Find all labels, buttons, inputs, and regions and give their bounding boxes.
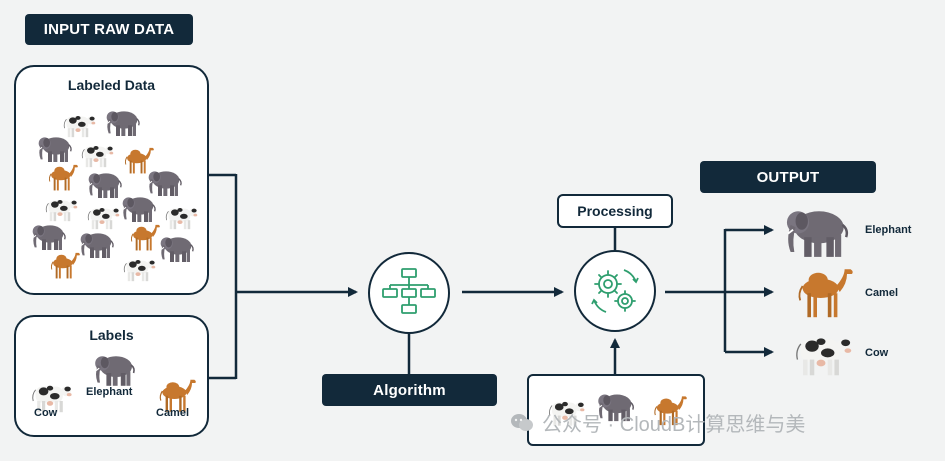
watermark-text: 公众号 · CloudB计算思维与美 — [542, 414, 806, 436]
processing-label: Processing — [577, 203, 653, 219]
output-camel-label: Camel — [865, 287, 899, 299]
cow-icon — [45, 199, 78, 222]
algorithm-node — [368, 252, 450, 334]
cow-icon — [87, 207, 120, 230]
watermark: 公众号 · CloudB计算思维与美 — [510, 408, 805, 437]
camel-icon — [130, 224, 161, 251]
elephant-icon — [79, 232, 114, 259]
labels-panel: Labels Cow Elephant Camel — [14, 315, 209, 437]
elephant-icon — [105, 110, 140, 137]
processing-node — [574, 250, 656, 332]
cow-icon — [81, 145, 114, 168]
cow-icon — [165, 207, 198, 230]
elephant-icon — [31, 224, 66, 251]
label-camel: Camel — [156, 407, 190, 419]
label-cow: Cow — [34, 407, 58, 419]
camel-icon — [48, 164, 79, 191]
algorithm-tag: Algorithm — [322, 374, 497, 406]
elephant-icon — [159, 236, 194, 263]
flowchart-icon — [382, 268, 436, 314]
camel-icon — [798, 268, 854, 319]
elephant-icon — [94, 355, 135, 387]
input-raw-data-tag: INPUT RAW DATA — [25, 14, 193, 45]
new-data-box — [527, 374, 705, 446]
elephant-icon — [147, 170, 182, 197]
cow-icon — [123, 259, 156, 282]
labeled-data-title: Labeled Data — [67, 77, 156, 93]
cow-icon — [63, 115, 96, 138]
output-tag: OUTPUT — [700, 161, 876, 193]
gears-icon — [591, 269, 639, 313]
camel-icon — [50, 252, 81, 279]
elephant-icon — [785, 210, 849, 259]
wechat-icon — [511, 413, 533, 431]
output-elephant-label: Elephant — [865, 224, 912, 236]
camel-icon — [124, 147, 155, 174]
output-label: OUTPUT — [756, 168, 820, 186]
processing-tag: Processing — [557, 194, 673, 228]
elephant-icon — [87, 172, 122, 199]
input-raw-data-label: INPUT RAW DATA — [43, 21, 175, 38]
algorithm-label: Algorithm — [373, 381, 446, 399]
labeled-data-panel: Labeled Data — [14, 65, 209, 295]
labels-title: Labels — [89, 327, 134, 343]
elephant-icon — [121, 196, 156, 223]
cow-icon — [796, 337, 852, 376]
elephant-icon — [37, 136, 72, 163]
label-elephant: Elephant — [86, 386, 133, 398]
labeled-animal-herd — [31, 110, 198, 282]
output-cow-label: Cow — [865, 347, 889, 359]
